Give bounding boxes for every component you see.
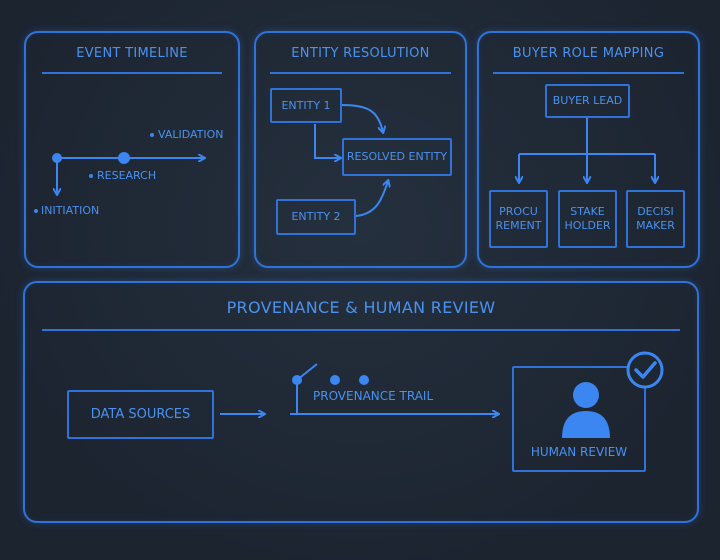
timeline-node-start — [52, 153, 62, 163]
buyer-role-mapping-title: BUYER ROLE MAPPING — [512, 46, 665, 61]
role-label-line1: STAKE — [570, 205, 605, 218]
panel-divider — [42, 72, 222, 74]
role-node-stakeholder: STAKE HOLDER — [558, 190, 617, 248]
role-label-line2: REMENT — [495, 219, 542, 232]
role-label-line2: HOLDER — [564, 219, 611, 232]
event-bullet-initiation — [34, 209, 38, 213]
entity-resolution-panel: ENTITY RESOLUTION — [254, 31, 467, 268]
provenance-trail-label: PROVENANCE TRAIL — [313, 389, 434, 403]
panel-divider — [42, 329, 680, 331]
entity-2-node: ENTITY 2 — [276, 199, 356, 235]
role-label-line1: PROCU — [499, 205, 538, 218]
event-bullet-research — [89, 174, 93, 178]
role-node-procurement: PROCU REMENT — [489, 190, 548, 248]
timeline-node-mid — [118, 152, 130, 164]
event-label-initiation: INITIATION — [41, 204, 100, 217]
event-bullet-validation — [150, 133, 154, 137]
provenance-flow — [220, 363, 498, 414]
role-label-line2: MAKER — [636, 219, 675, 232]
trail-node-1 — [292, 375, 302, 385]
entity-1-node: ENTITY 1 — [270, 88, 342, 123]
buyer-role-tree — [519, 118, 655, 182]
entity-resolution-connectors — [314, 104, 388, 217]
event-label-validation: VALIDATION — [158, 128, 224, 141]
provenance-review-title: PROVENANCE & HUMAN REVIEW — [226, 298, 496, 317]
trail-node-3 — [359, 375, 369, 385]
arrow-entity2-curve — [355, 181, 388, 217]
trail-node-2 — [330, 375, 340, 385]
panel-divider — [493, 72, 684, 74]
human-review-node: HUMAN REVIEW — [512, 366, 646, 472]
check-circle-icon — [626, 351, 664, 389]
buyer-role-mapping-panel: BUYER ROLE MAPPING — [477, 31, 700, 268]
person-icon — [562, 382, 610, 438]
buyer-lead-node: BUYER LEAD — [545, 84, 630, 118]
panel-divider — [270, 72, 451, 74]
arrow-entity1-elbow — [314, 124, 340, 158]
event-timeline-panel: EVENT TIMELINE — [24, 31, 240, 268]
data-sources-node: DATA SOURCES — [67, 390, 214, 439]
resolved-entity-node: RESOLVED ENTITY — [342, 138, 452, 176]
arrow-entity1-curve — [341, 104, 383, 132]
event-timeline-title: EVENT TIMELINE — [76, 46, 188, 61]
event-label-research: RESEARCH — [97, 169, 157, 182]
provenance-review-panel: PROVENANCE & HUMAN REVIEW — [23, 281, 699, 523]
role-label-line1: DECISI — [637, 205, 674, 218]
timeline-graph — [34, 133, 204, 213]
entity-resolution-title: ENTITY RESOLUTION — [291, 46, 430, 61]
role-node-decision-maker: DECISI MAKER — [626, 190, 685, 248]
